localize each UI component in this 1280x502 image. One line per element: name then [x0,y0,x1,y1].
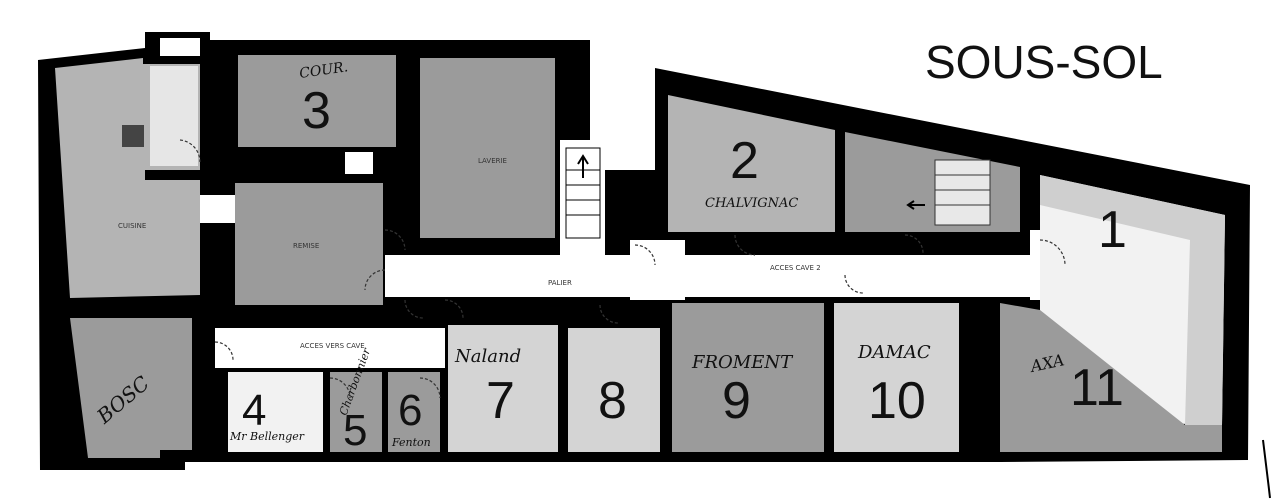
pen-mark [1262,439,1271,499]
tenant-label-2: CHALVIGNAC [705,196,798,211]
tenant-label-4: Mr Bellenger [229,430,305,443]
label-acces-cave-2: ACCES CAVE 2 [770,264,821,272]
tenant-label-10: DAMAC [857,342,931,363]
label-cuisine: CUISINE [118,222,146,230]
room-number-11: 11 [1070,359,1124,417]
label-acces-vers-cave: ACCES VERS CAVE [300,342,365,350]
room-8 [568,328,660,452]
room-bosc [70,318,192,458]
room-number-7: 7 [486,372,515,430]
room-number-10: 10 [868,372,926,430]
room-number-5: 5 [343,406,367,455]
door-swings [179,139,1066,399]
room-11 [1000,303,1222,452]
room-number-8: 8 [598,372,627,430]
room-number-4: 4 [242,386,266,435]
label-remise: REMISE [293,242,319,250]
room-number-3: 3 [302,82,331,140]
label-laverie: LAVERIE [478,157,507,165]
room-number-1: 1 [1098,201,1127,259]
room-remise [235,183,383,305]
tenant-label-3: COUR. [298,59,349,82]
left-wing [55,38,200,458]
room-4 [228,372,323,452]
label-palier: PALIER [548,279,572,287]
room-3 [238,55,396,147]
room-10 [834,303,959,452]
room-2 [668,95,835,232]
room-laverie [420,58,555,238]
tenant-label-7: Naland [454,346,521,367]
spiral-stair [906,159,991,226]
room-number-6: 6 [398,386,422,435]
tenant-label-9: FROMENT [691,352,794,373]
room-7 [448,325,558,452]
room-6 [388,372,440,452]
stair-up [565,147,601,239]
room-number-9: 9 [722,372,751,430]
room-9 [672,303,824,452]
plan-title: SOUS-SOL [925,36,1163,88]
room-5 [330,372,382,452]
room-number-2: 2 [730,132,759,190]
tenant-label-6: Fenton [391,436,431,449]
